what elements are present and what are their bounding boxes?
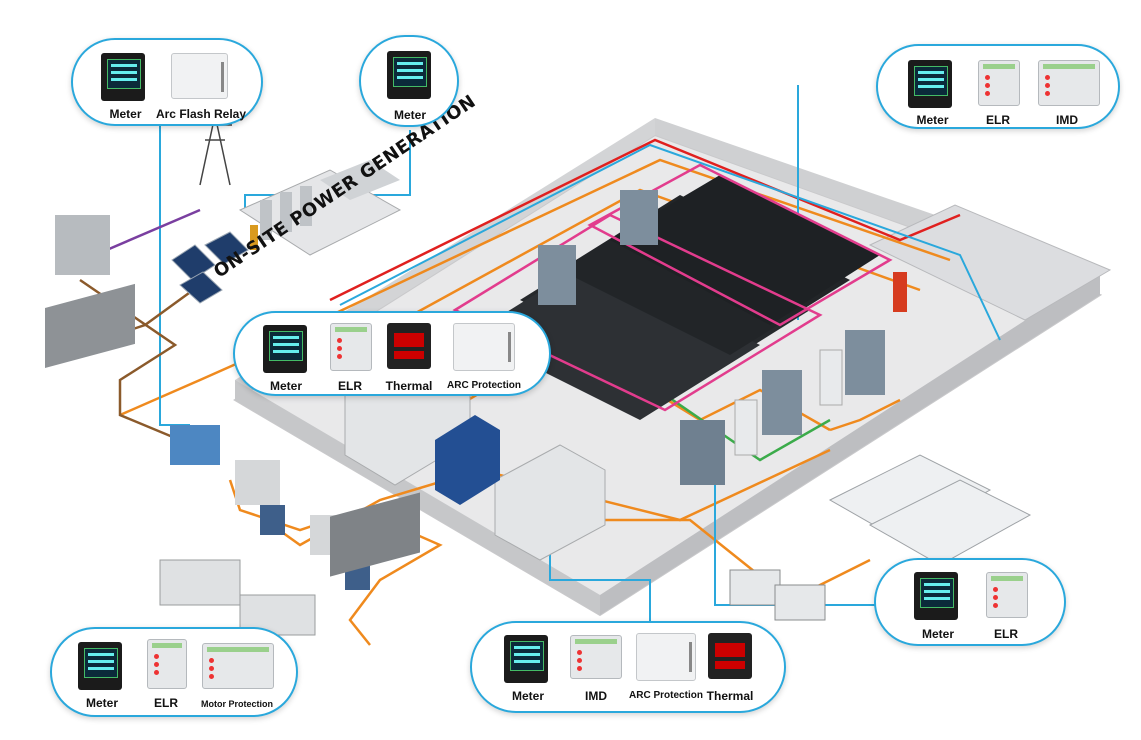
meter-icon bbox=[78, 642, 122, 690]
motor-protection-icon bbox=[202, 643, 274, 689]
device-label: Meter bbox=[109, 107, 142, 121]
din-module-icon bbox=[978, 60, 1020, 106]
din-module-icon bbox=[330, 323, 372, 371]
device-label: Thermal bbox=[385, 379, 433, 393]
device-label: ELR bbox=[338, 379, 362, 393]
device-label: Motor Protection bbox=[201, 699, 273, 709]
device-label: Arc Flash Relay bbox=[155, 107, 247, 121]
device-label: IMD bbox=[1056, 113, 1078, 127]
callout-cooling: Meter ELR bbox=[874, 558, 1066, 646]
building-wall-front bbox=[600, 272, 1100, 615]
relay-box-icon bbox=[171, 53, 228, 99]
din-module-icon bbox=[147, 639, 187, 689]
device-label: ELR bbox=[154, 696, 178, 710]
device-label: Meter bbox=[921, 627, 954, 641]
device-label: ELR bbox=[986, 113, 1010, 127]
device-label: Meter bbox=[916, 113, 949, 127]
meter-icon bbox=[263, 325, 307, 373]
relay-box-icon bbox=[636, 633, 696, 681]
din-module-icon bbox=[986, 572, 1028, 618]
meter-icon bbox=[101, 53, 145, 101]
solar-panels bbox=[171, 231, 249, 304]
callout-onsite-generation: Meter bbox=[359, 35, 459, 127]
callout-distribution: Meter IMD ARC Protection Thermal bbox=[470, 621, 786, 713]
device-label: Meter bbox=[511, 689, 544, 703]
control-room-floor bbox=[868, 204, 1112, 321]
device-label: ELR bbox=[994, 627, 1018, 641]
device-label: ARC Protection bbox=[629, 690, 703, 701]
thermal-relay-icon bbox=[708, 633, 752, 679]
thermal-relay-icon bbox=[387, 323, 431, 369]
meter-icon bbox=[914, 572, 958, 620]
callout-grid-incoming: Meter Arc Flash Relay bbox=[71, 38, 263, 126]
meter-icon bbox=[908, 60, 952, 108]
generation-plant bbox=[238, 160, 402, 256]
relay-box-icon bbox=[453, 323, 515, 371]
device-label: ARC Protection bbox=[447, 380, 521, 391]
callout-switchgear: Meter ELR Thermal ARC Protection bbox=[233, 311, 551, 396]
purple-cabling bbox=[94, 208, 201, 257]
callout-generators: Meter ELR Motor Protection bbox=[50, 627, 298, 717]
ups-cabinets bbox=[538, 190, 907, 485]
cooling-towers bbox=[729, 454, 1032, 621]
callout-data-hall: Meter ELR IMD bbox=[876, 44, 1120, 129]
device-label: Thermal bbox=[706, 689, 754, 703]
device-label: Meter bbox=[393, 108, 426, 122]
device-label: Meter bbox=[269, 379, 302, 393]
device-label: IMD bbox=[585, 689, 607, 703]
din-module-icon bbox=[570, 635, 622, 679]
meter-icon bbox=[387, 51, 431, 99]
meter-icon bbox=[504, 635, 548, 683]
device-label: Meter bbox=[85, 696, 118, 710]
din-module-icon bbox=[1038, 60, 1100, 106]
